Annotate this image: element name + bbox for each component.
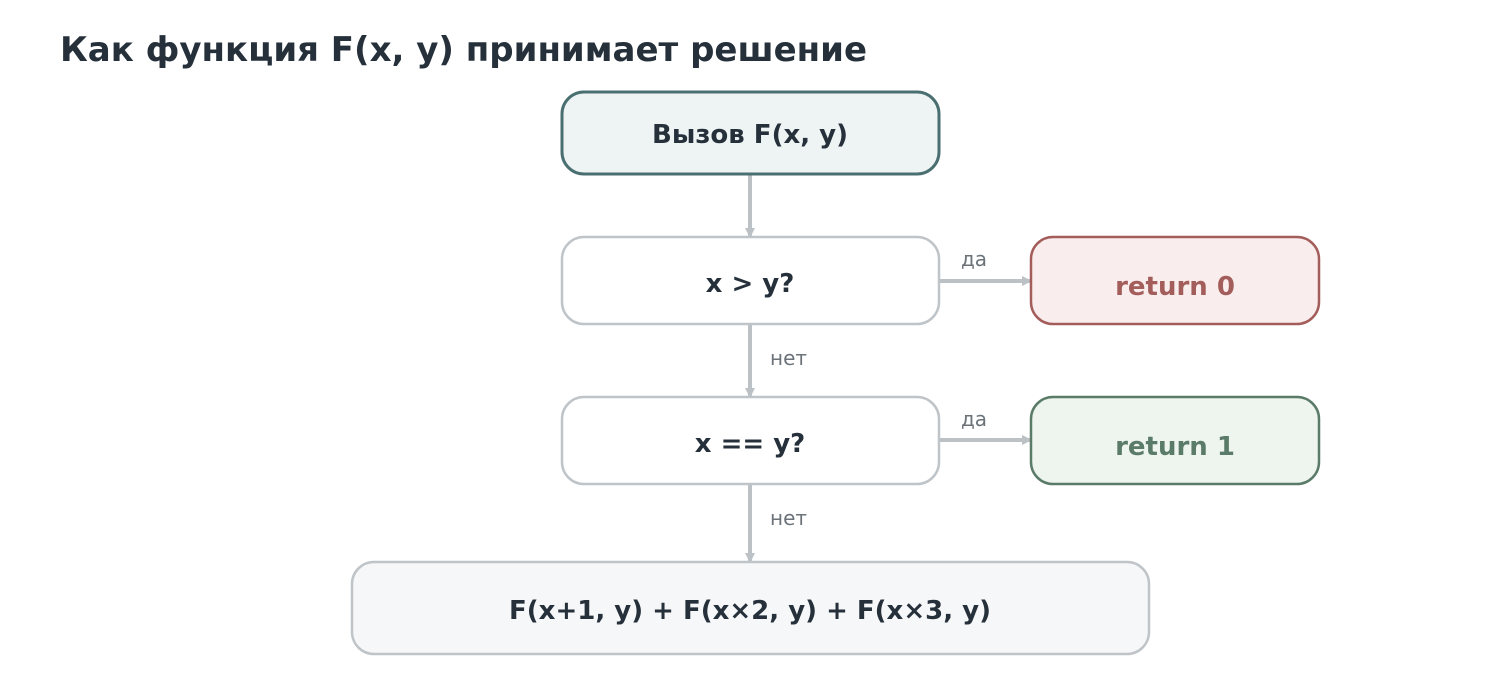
edge-label-gt-yes: да [961,247,987,271]
node-condition-eq-label: x == y? [695,429,805,459]
node-condition-gt-label: x > y? [706,269,795,299]
node-recurse: F(x+1, y) + F(x×2, y) + F(x×3, y) [350,560,1151,656]
node-condition-eq: x == y? [560,395,941,486]
node-recurse-label: F(x+1, y) + F(x×2, y) + F(x×3, y) [509,596,991,626]
node-start-label: Вызов F(x, y) [652,120,848,150]
node-return-0: return 0 [1029,235,1321,326]
edge-label-eq-no: нет [770,506,807,530]
node-start: Вызов F(x, y) [560,90,941,176]
node-return-1: return 1 [1029,395,1321,486]
node-return-0-label: return 0 [1115,272,1235,302]
node-return-1-label: return 1 [1115,432,1235,462]
edge-label-gt-no: нет [770,346,807,370]
node-condition-gt: x > y? [560,235,941,326]
diagram-title: Как функция F(x, y) принимает решение [60,30,868,70]
edge-label-eq-yes: да [961,407,987,431]
connectors [745,175,1032,563]
